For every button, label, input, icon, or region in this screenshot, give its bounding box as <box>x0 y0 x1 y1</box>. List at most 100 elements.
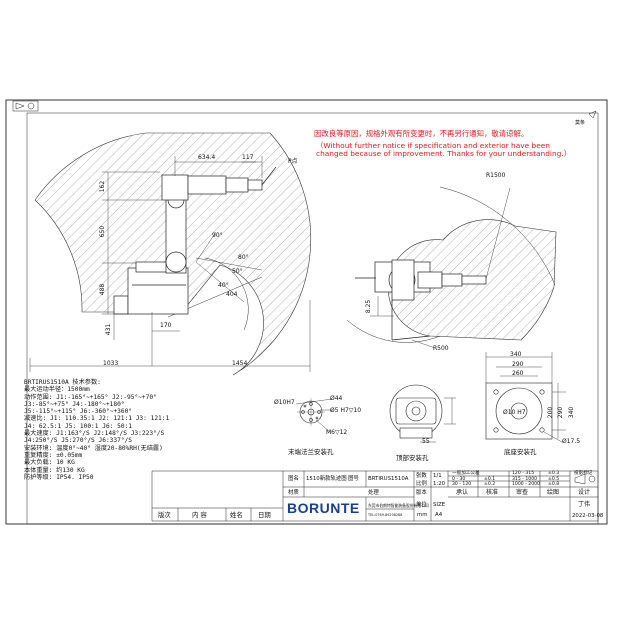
robot-top-view <box>355 259 487 341</box>
spec-line: 最大速度: J1:163°/S J2:148°/S J3:223°/S <box>24 430 165 438</box>
spec-line: J5:-115°~+115° J6:-360°~+360° <box>24 408 133 416</box>
base-v200: 200 <box>547 406 555 419</box>
tol-cell: ±0.3 <box>548 471 560 476</box>
label-drawing-name: 图名 <box>288 476 299 482</box>
spec-line: 最大负载: 10 KG <box>24 459 75 467</box>
base-d10h7: Ø10 H7 <box>503 409 526 416</box>
spec-line: 重复精度: ±0.05mm <box>24 451 83 459</box>
flange-m6: M6▽12 <box>326 429 348 436</box>
top-outer-arc <box>439 186 556 286</box>
top-mount-detail <box>389 384 456 443</box>
flange-d5h7: Ø5 H7▽10 <box>330 407 362 414</box>
dim-p-point: P点 <box>288 158 298 165</box>
corner-mark-text: 莫条 <box>575 120 586 126</box>
label-scale: 比例 <box>416 481 427 487</box>
drawing-date: 2022-03-08 <box>572 513 604 519</box>
spec-line: J4: 62.5:1 J5: 100:1 J6: 50:1 <box>24 422 133 430</box>
drawing-border <box>26 112 599 525</box>
label-drawing-no: 图号 <box>348 476 359 482</box>
base-d175: Ø17.5 <box>562 438 581 445</box>
spec-line: 防护等级: IP54. IP50 <box>24 473 94 481</box>
spec-line: J3:-85°~+75° J4:-180°~+180° <box>24 400 125 408</box>
dim-825: 8.25 <box>365 299 373 314</box>
spec-line: 最大运动半径：1500mm <box>24 386 90 394</box>
tol-cell: 30 - 120 <box>452 482 472 487</box>
role-verify: 核准 <box>486 489 499 496</box>
dim-50: 50° <box>232 268 243 275</box>
base-d340: 340 <box>510 351 522 358</box>
dim-431: 431 <box>105 323 113 336</box>
spec-line: 动作范围: J1:-165°~+165° J2:-95°~+70° <box>24 393 157 401</box>
label-size: SIZE <box>433 502 446 508</box>
top-dimension-lines <box>370 187 511 349</box>
value-drawing-name: 1510新款轨迹图 <box>306 476 347 482</box>
value-size: A4 <box>435 512 443 518</box>
side-inner-arc <box>204 257 249 331</box>
value-scale: 1:20 <box>433 481 446 487</box>
label-version: 版本 <box>416 490 427 496</box>
corner-mark-icon <box>588 110 597 119</box>
base-v290: 290 <box>557 406 565 419</box>
company-name: 东莞市伯朗特智能装备股份有限公司 <box>368 503 429 508</box>
notice-zh: 因改良等原因，规格外观有所变更时，不再另行通知，敬请谅解。 <box>314 129 529 138</box>
company-tel: TEL:0769-89208288 <box>368 513 403 517</box>
dim-634: 634.4 <box>198 154 216 161</box>
spec-line: 本体重量: 约130 KG <box>24 466 85 474</box>
rev-label-date: 日期 <box>258 511 271 519</box>
dim-1454: 1454 <box>232 360 248 367</box>
projection-mark-label: 投影标记 <box>574 471 593 476</box>
dim-117: 117 <box>242 154 254 161</box>
tol-cell: ±0.5 <box>548 477 560 482</box>
value-unit: mm <box>417 512 428 518</box>
rev-label-version: 版次 <box>158 511 171 519</box>
top-inner-arc <box>346 319 441 343</box>
technical-specs: BRTIRUS1510A 技术参数: 最大运动半径：1500mm 动作范围: J… <box>24 379 169 481</box>
projection-mark-icon <box>574 473 596 485</box>
role-review: 审查 <box>516 489 529 496</box>
rev-label-name: 姓名 <box>230 511 243 519</box>
top-mount-55: 55 <box>422 438 430 445</box>
top-mount-caption: 顶部安装孔 <box>396 454 429 462</box>
label-material: 材质 <box>288 490 299 496</box>
role-draw: 绘图 <box>547 489 560 496</box>
dim-650: 650 <box>99 225 107 238</box>
value-sheets: 1/1 <box>433 473 442 479</box>
tol-cell: ±0.8 <box>548 482 560 487</box>
base-d260: 260 <box>512 370 524 377</box>
base-detail <box>485 352 566 443</box>
dim-80: 80° <box>238 254 249 261</box>
dim-488: 488 <box>99 283 107 296</box>
spec-line: 减速比: J1: 110.35:1 J2: 121:1 J3: 121:1 <box>24 415 170 423</box>
projection-corner-icon <box>12 100 39 112</box>
spec-line: 安装环境: 温度0°~40° 湿度20-80%RH(无结露) <box>24 444 163 452</box>
base-v340: 340 <box>568 406 576 419</box>
label-sheets: 张数 <box>416 473 427 479</box>
flange-d10h7: Ø10H7 <box>274 399 295 406</box>
tol-cell: ±0.1 <box>484 477 496 482</box>
dim-162: 162 <box>99 180 107 193</box>
tolerance-heading: 一般加工公差 <box>452 471 480 476</box>
dim-170: 170 <box>160 322 172 329</box>
dim-r500: R500 <box>433 345 449 352</box>
spec-line: J4:250°/S J5:270°/S J6:337°/S <box>24 437 133 445</box>
base-caption: 底座安装孔 <box>504 448 537 456</box>
value-drawing-no: BRTIRUS1510A <box>368 476 409 482</box>
label-unit: 单位 <box>416 502 427 508</box>
title-block-grid <box>151 470 599 522</box>
side-dimension-lines <box>29 156 311 372</box>
designer-name: 丁伟 <box>578 501 591 508</box>
flange-d44: Ø44 <box>330 395 343 402</box>
tol-cell: 315 - 1000 <box>512 477 538 482</box>
dim-404: 404 <box>226 291 238 298</box>
dim-40: 40° <box>218 282 229 289</box>
dim-90: 90° <box>212 232 223 239</box>
dim-r1500: R1500 <box>486 172 506 179</box>
tol-cell: ±0.2 <box>484 482 496 487</box>
tol-cell: 0 - 30 <box>452 477 466 482</box>
rev-label-content: 内 容 <box>192 511 207 519</box>
label-treatment: 处理 <box>368 490 379 496</box>
role-design: 设计 <box>578 489 591 496</box>
borunte-logo: BORUNTE <box>287 500 360 516</box>
robot-side-view <box>113 166 277 315</box>
